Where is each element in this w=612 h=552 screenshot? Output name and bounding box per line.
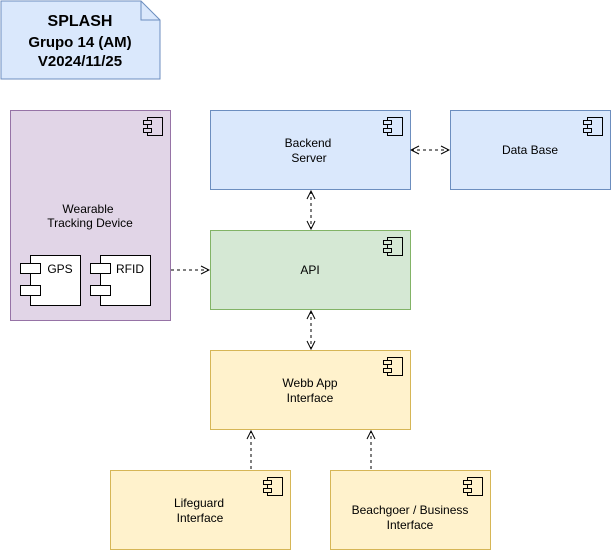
note-version: V2024/11/25 bbox=[38, 53, 122, 70]
gps-label: GPS bbox=[47, 262, 72, 276]
api-label: API bbox=[300, 263, 319, 277]
component-icon bbox=[143, 117, 163, 136]
component-icon bbox=[383, 117, 403, 136]
lifeguard-label-line2: Interface bbox=[177, 511, 224, 525]
component-icon bbox=[263, 477, 283, 496]
gps-module[interactable]: GPS bbox=[20, 255, 81, 306]
webapp-label-line1: Webb App bbox=[282, 376, 337, 390]
rfid-label: RFID bbox=[116, 262, 144, 276]
beachgoer-business-interface-component[interactable]: Beachgoer / Business Interface bbox=[330, 470, 491, 550]
wearable-label-line2: Tracking Device bbox=[47, 216, 133, 230]
beachgoer-label-line1: Beachgoer / Business bbox=[352, 503, 469, 517]
database-label: Data Base bbox=[502, 143, 558, 157]
lifeguard-label-line1: Lifeguard bbox=[174, 496, 224, 510]
lifeguard-interface-component[interactable]: Lifeguard Interface bbox=[110, 470, 291, 550]
beachgoer-label-line2: Interface bbox=[387, 518, 434, 532]
component-icon bbox=[583, 117, 603, 136]
backend-label-line2: Server bbox=[291, 151, 326, 165]
backend-label-line1: Backend bbox=[285, 136, 332, 150]
component-icon bbox=[383, 357, 403, 376]
rfid-module[interactable]: RFID bbox=[90, 255, 151, 306]
backend-server-component[interactable]: Backend Server bbox=[210, 110, 411, 190]
webapp-label-line2: Interface bbox=[287, 391, 334, 405]
note-group: Grupo 14 (AM) bbox=[28, 34, 131, 51]
database-component[interactable]: Data Base bbox=[450, 110, 611, 190]
api-component[interactable]: API bbox=[210, 230, 411, 310]
web-app-interface-component[interactable]: Webb App Interface bbox=[210, 350, 411, 430]
component-icon bbox=[463, 477, 483, 496]
wearable-label-line1: Wearable bbox=[62, 202, 113, 216]
component-icon bbox=[383, 237, 403, 256]
note-title: SPLASH bbox=[48, 13, 113, 30]
title-note[interactable]: SPLASH Grupo 14 (AM) V2024/11/25 bbox=[0, 0, 161, 80]
